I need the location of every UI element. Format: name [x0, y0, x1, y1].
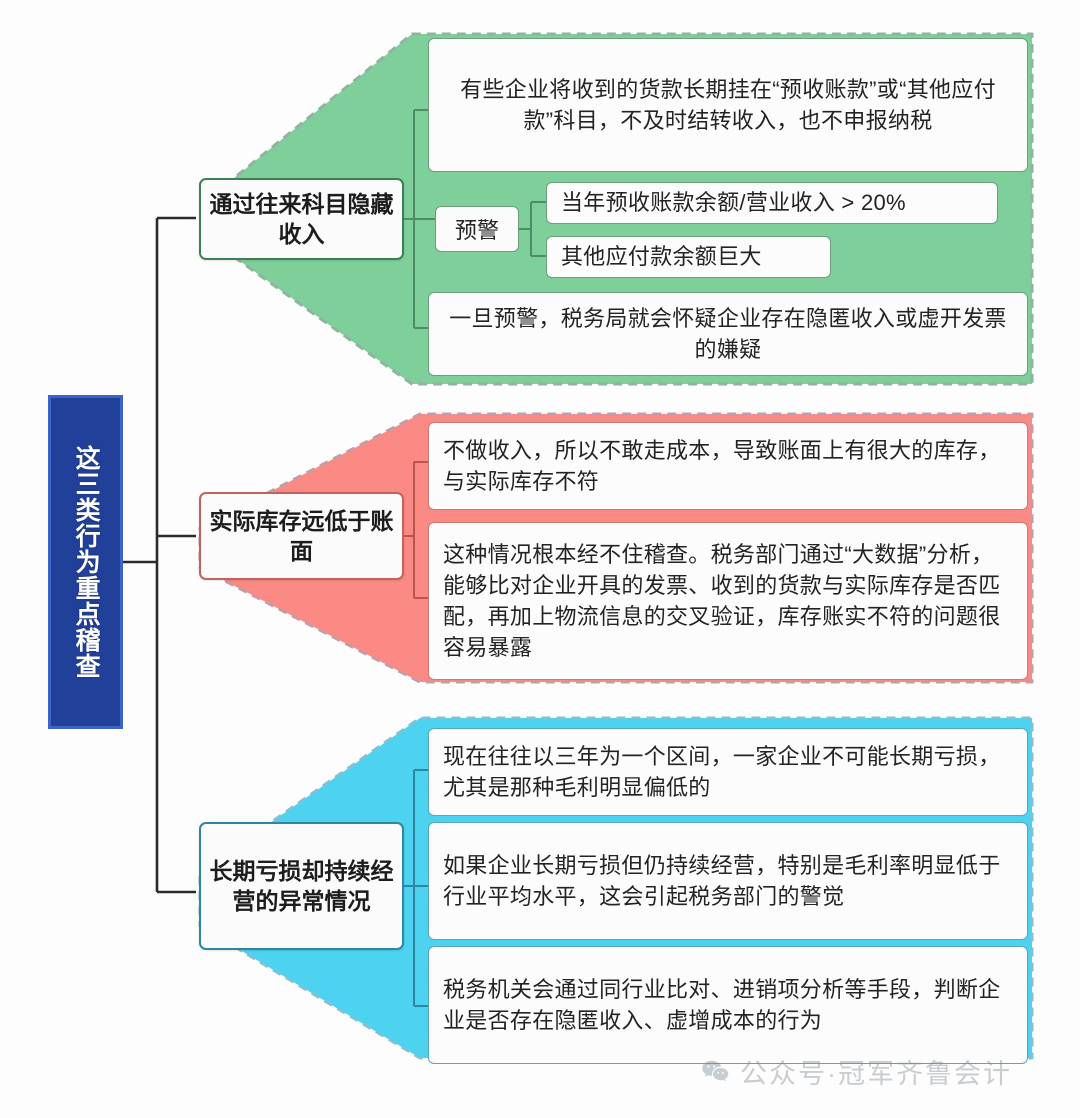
green-inner-connectors: [404, 109, 436, 329]
root-node-label: 这三类行为重点稽查: [72, 445, 101, 679]
branch-label-red[interactable]: 实际库存远低于账面: [199, 492, 404, 580]
warning-sub-connectors: [519, 201, 547, 257]
content-box-green-warning-2[interactable]: 其他应付款余额巨大: [546, 236, 831, 278]
content-box-green-warning-1[interactable]: 当年预收账款余额/营业收入 > 20%: [546, 182, 998, 224]
content-box-cyan-1[interactable]: 现在往往以三年为一个区间，一家企业不可能长期亏损，尤其是那种毛利明显偏低的: [428, 728, 1028, 816]
branch-label-green-text: 通过往来科目隐藏收入: [209, 190, 394, 247]
content-box-red-1[interactable]: 不做收入，所以不敢走成本，导致账面上有很大的库存，与实际库存不符: [428, 422, 1028, 510]
cyan-inner-connectors: [404, 769, 428, 1007]
content-box-green-1[interactable]: 有些企业将收到的货款长期挂在“预收账款”或“其他应付款”科目，不及时结转收入，也…: [428, 38, 1028, 172]
content-box-cyan-2[interactable]: 如果企业长期亏损但仍持续经营，特别是毛利率明显低于行业平均水平，这会引起税务部门…: [428, 822, 1028, 940]
content-text: 一旦预警，税务局就会怀疑企业存在隐匿收入或虚开发票的嫌疑: [449, 305, 1007, 362]
content-box-green-2[interactable]: 一旦预警，税务局就会怀疑企业存在隐匿收入或虚开发票的嫌疑: [428, 292, 1028, 376]
branch-label-green[interactable]: 通过往来科目隐藏收入: [199, 178, 404, 260]
content-text: 如果企业长期亏损但仍持续经营，特别是毛利率明显低于行业平均水平，这会引起税务部门…: [443, 852, 1001, 909]
content-text: 现在往往以三年为一个区间，一家企业不可能长期亏损，尤其是那种毛利明显偏低的: [443, 743, 1001, 800]
content-text: 其他应付款余额巨大: [561, 244, 762, 270]
branch-label-cyan[interactable]: 长期亏损却持续经营的异常情况: [199, 822, 404, 950]
branch-label-cyan-text: 长期亏损却持续经营的异常情况: [209, 857, 394, 914]
content-box-red-2[interactable]: 这种情况根本经不住稽查。税务部门通过“大数据”分析，能够比对企业开具的发票、收到…: [428, 522, 1028, 680]
content-text: 当年预收账款余额/营业收入 > 20%: [561, 190, 906, 216]
sub-label-warning-text: 预警: [454, 218, 499, 243]
branch-label-red-text: 实际库存远低于账面: [209, 507, 394, 564]
content-box-cyan-3[interactable]: 税务机关会通过同行业比对、进销项分析等手段，判断企业是否存在隐匿收入、虚增成本的…: [428, 946, 1028, 1064]
red-inner-connectors: [404, 461, 428, 599]
content-text: 这种情况根本经不住稽查。税务部门通过“大数据”分析，能够比对企业开具的发票、收到…: [443, 541, 1001, 661]
content-text: 不做收入，所以不敢走成本，导致账面上有很大的库存，与实际库存不符: [443, 437, 1001, 494]
content-text: 有些企业将收到的货款长期挂在“预收账款”或“其他应付款”科目，不及时结转收入，也…: [460, 76, 996, 133]
root-node[interactable]: 这三类行为重点稽查: [48, 395, 123, 729]
sub-label-warning[interactable]: 预警: [435, 206, 519, 252]
content-text: 税务机关会通过同行业比对、进销项分析等手段，判断企业是否存在隐匿收入、虚增成本的…: [443, 976, 1001, 1033]
